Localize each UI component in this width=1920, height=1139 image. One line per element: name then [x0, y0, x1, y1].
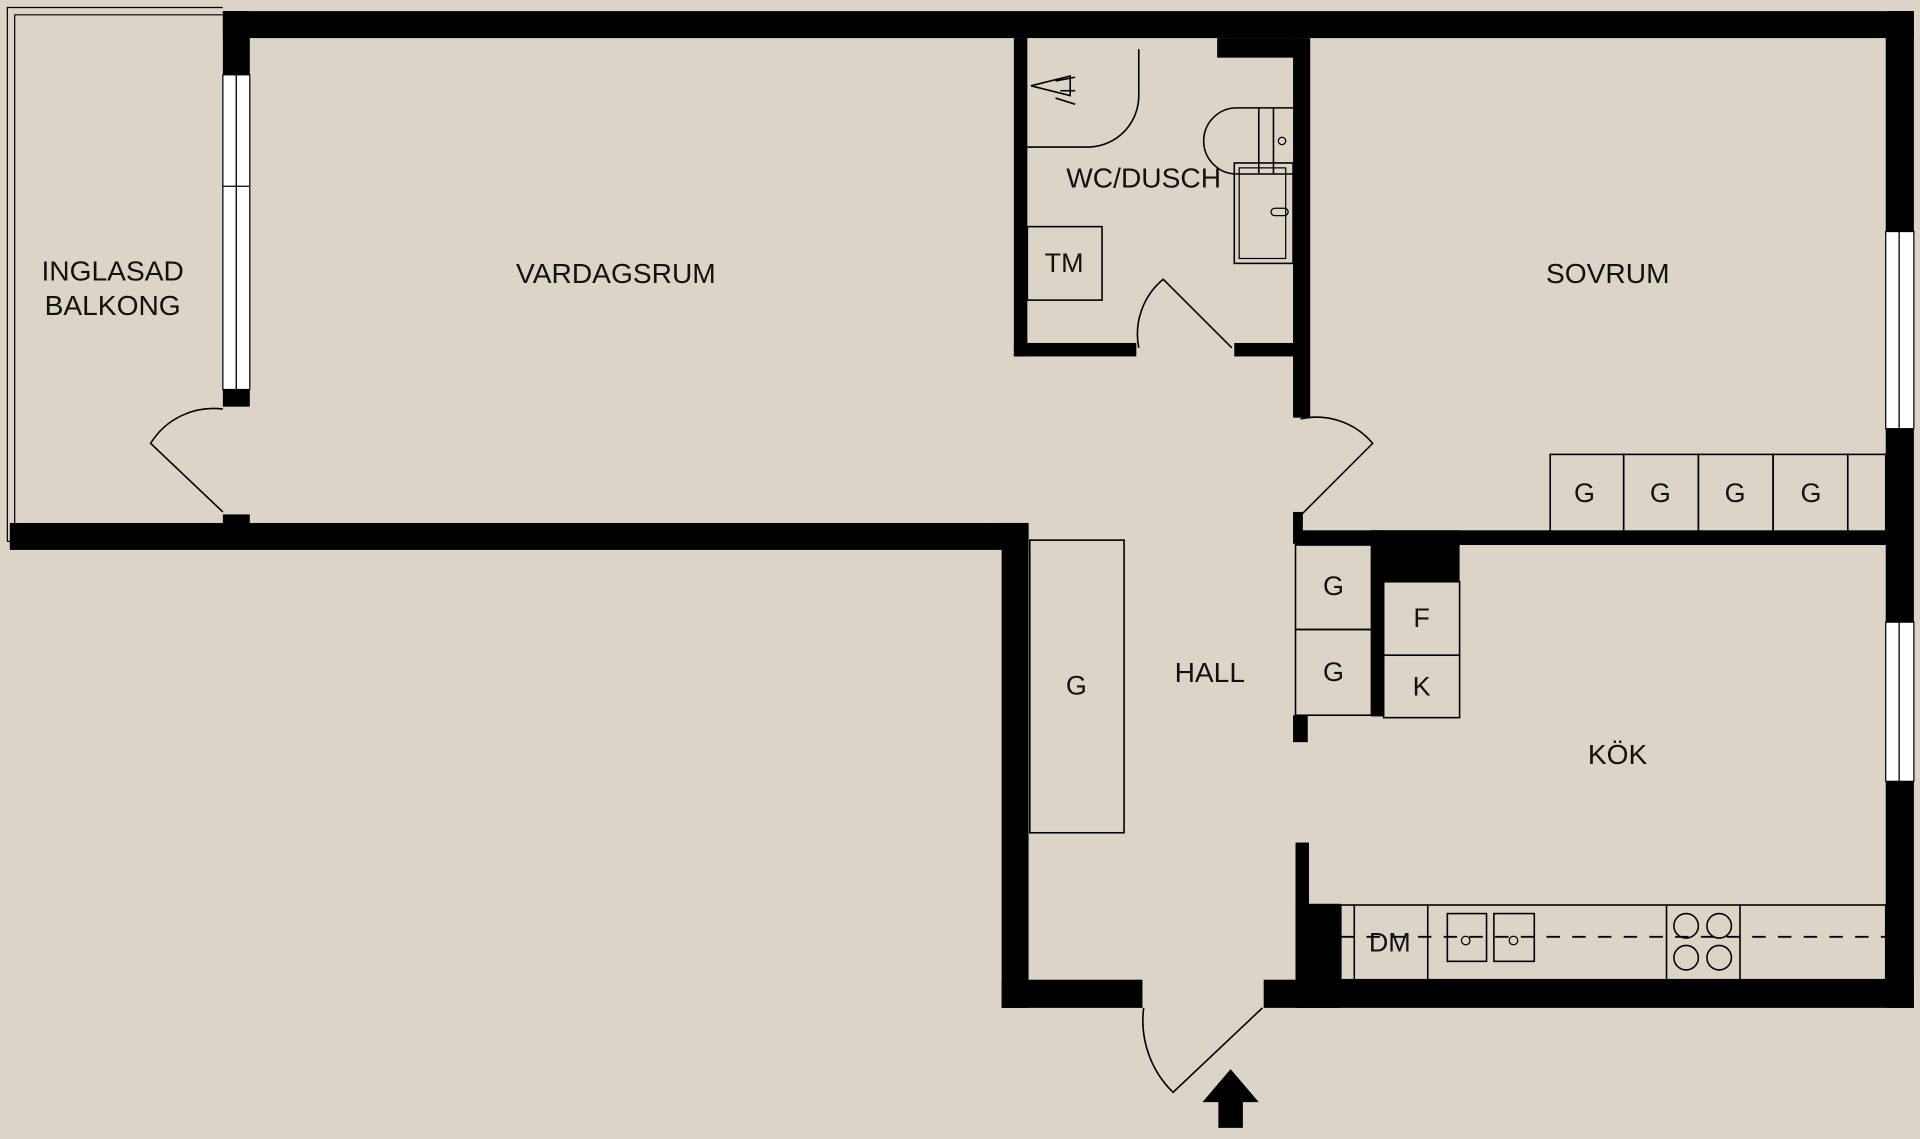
wardrobe-label: G — [1066, 670, 1087, 700]
fridge-freezer: F K — [1382, 580, 1461, 719]
wardrobe-label: G — [1323, 571, 1344, 601]
wardrobe-label: G — [1574, 478, 1595, 508]
washing-machine: TM — [1026, 225, 1103, 301]
room-label-living: VARDAGSRUM — [516, 258, 716, 289]
room-label-kitchen: KÖK — [1588, 739, 1648, 770]
doors — [149, 49, 1374, 1094]
room-label-bedroom: SOVRUM — [1546, 258, 1670, 289]
room-label-balcony: BALKONG — [45, 290, 181, 321]
room-label-hall: HALL — [1175, 657, 1245, 688]
shower-head-icon — [1030, 75, 1076, 105]
walls — [9, 11, 1914, 1008]
hall-wardrobes: G G G — [1029, 539, 1373, 834]
room-labels: INGLASAD BALKONG VARDAGSRUM WC/DUSCH SOV… — [41, 162, 1669, 770]
sink-icon — [1446, 912, 1536, 963]
dishwasher: DM — [1369, 928, 1411, 958]
fridge-label: K — [1413, 672, 1431, 702]
freezer-label: F — [1413, 603, 1429, 633]
room-label-balcony: INGLASAD — [41, 256, 183, 287]
entrance-arrow-icon — [1202, 1069, 1259, 1128]
wardrobe-label: G — [1725, 478, 1746, 508]
stove-icon — [1673, 912, 1733, 971]
dishwasher-label: DM — [1369, 928, 1411, 958]
kitchen-counter: DM — [1340, 904, 1887, 981]
bedroom-wardrobes: G G G G — [1549, 453, 1887, 533]
wardrobe-label: G — [1323, 657, 1344, 687]
sink-icon — [1233, 162, 1294, 265]
room-label-bathroom: WC/DUSCH — [1066, 162, 1221, 193]
windows — [222, 74, 1915, 782]
wardrobe-label: G — [1801, 478, 1822, 508]
bathroom-fixtures: TM — [1026, 75, 1294, 301]
wardrobe-label: G — [1650, 478, 1671, 508]
washing-machine-label: TM — [1045, 248, 1084, 278]
